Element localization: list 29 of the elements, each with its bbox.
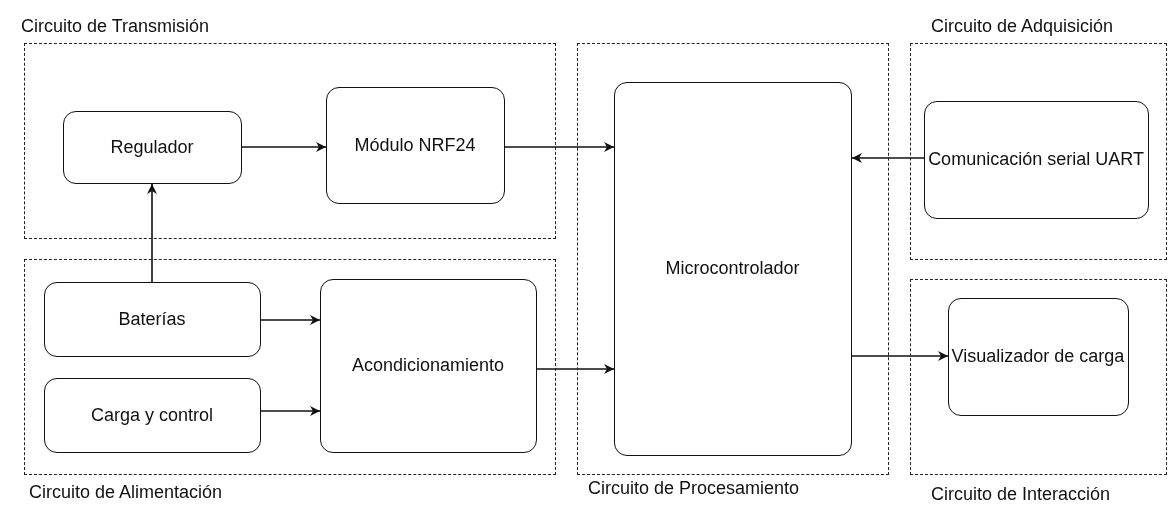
- box-label: Módulo NRF24: [354, 133, 476, 157]
- process-box: [613, 81, 852, 456]
- box-label: Carga y control: [90, 403, 214, 427]
- box-label: Visualizador de carga: [951, 345, 1125, 368]
- box-label: Baterías: [118, 307, 186, 331]
- process-box: [62, 110, 242, 184]
- process-box: [319, 278, 537, 453]
- group-heading: Circuito de Alimentación: [29, 482, 223, 503]
- arrow: [536, 364, 615, 374]
- group-heading: Circuito de Transmisión: [21, 16, 210, 37]
- arrow: [504, 142, 615, 152]
- group-heading: Circuito de Procesamiento: [588, 478, 800, 499]
- arrow: [260, 315, 321, 325]
- process-box: [325, 86, 505, 204]
- group-heading: Circuito de Interacción: [931, 484, 1111, 505]
- process-box: [43, 377, 261, 453]
- box-label: Regulador: [110, 135, 194, 159]
- arrow: [851, 153, 925, 163]
- group-heading: Circuito de Adquisición: [931, 16, 1114, 37]
- arrow: [147, 183, 157, 283]
- process-box: [947, 297, 1129, 416]
- box-label: Comunicación serial UART: [928, 148, 1144, 171]
- process-box: [43, 281, 261, 357]
- process-box: [923, 100, 1149, 219]
- arrow: [851, 351, 949, 361]
- box-label: Microcontrolador: [665, 257, 800, 280]
- arrow: [260, 406, 321, 416]
- box-label: Acondicionamiento: [351, 354, 505, 377]
- arrow: [241, 142, 327, 152]
